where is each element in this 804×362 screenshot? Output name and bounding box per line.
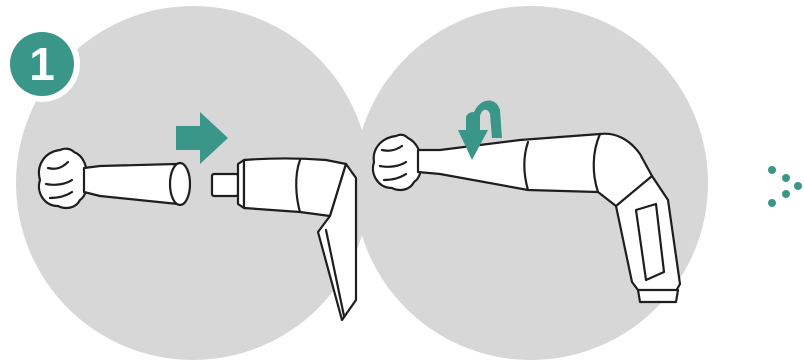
step-number: 1: [10, 32, 74, 96]
right-arrow-icon: [176, 112, 228, 164]
dots-continue-icon: [768, 166, 802, 207]
rotate-down-arrow-icon: [458, 100, 502, 160]
handle-detached: [210, 157, 358, 322]
attach-step-panel: [16, 6, 370, 360]
step-badge: 1: [4, 26, 80, 102]
brush-head-detached: [37, 147, 192, 210]
brush-assembled: [371, 132, 682, 304]
